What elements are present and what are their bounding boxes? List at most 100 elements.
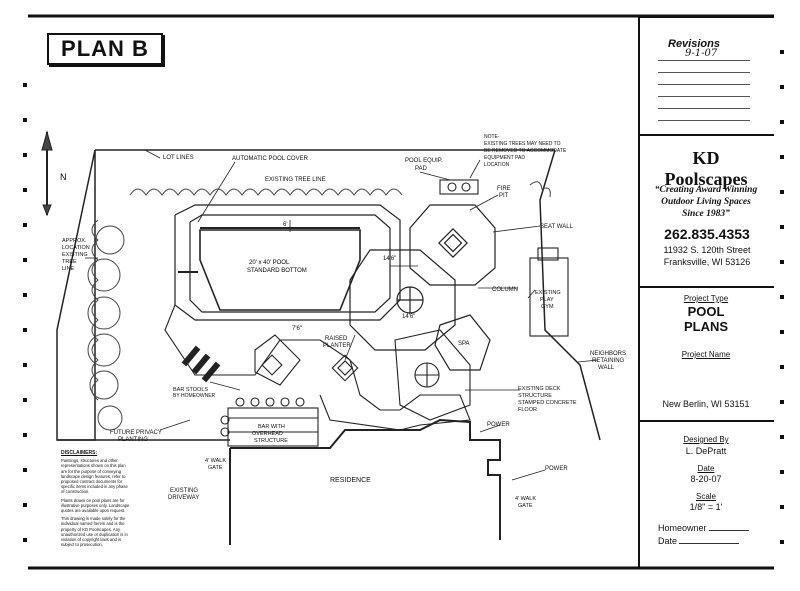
spa — [434, 314, 491, 371]
label-privacy-2: PLANTING — [118, 437, 148, 443]
label-note-2: EXISTING TREES MAY NEED TO — [484, 141, 561, 147]
label-privacy: FUTURE PRIVACY — [110, 430, 162, 436]
pool-equip-pad — [439, 179, 479, 195]
designer-name: L. DePratt — [685, 446, 727, 456]
pool-bottom-label: STANDARD BOTTOM — [247, 268, 307, 274]
label-deck: EXISTING DECK — [518, 386, 561, 392]
label-column: COLUMN — [492, 287, 518, 293]
compass-n: N — [60, 172, 67, 182]
disclaimer-p3: This drawing is made solely for the indi… — [61, 516, 128, 548]
dim-6: 6' — [283, 222, 287, 228]
tagline-2: Outdoor Living Spaces — [661, 197, 751, 207]
label-note-5: LOCATION — [484, 162, 510, 168]
label-pool-equip-pad: PAD — [415, 166, 428, 172]
revisions-label: Revisions — [668, 38, 720, 50]
homeowner-signature[interactable]: Homeowner — [658, 523, 756, 533]
label-driveway-2: DRIVEWAY — [168, 495, 199, 501]
dim-14-6-b: 14'6" — [402, 314, 415, 320]
sign-date[interactable]: Date — [658, 536, 756, 546]
label-power-1: POWER — [487, 422, 510, 428]
binder-holes — [23, 50, 784, 544]
dim-14-6: 14'6" — [383, 256, 396, 262]
label-note-4: EQUIPMENT PAD — [484, 155, 525, 161]
company-address-2: Franksville, WI 53126 — [663, 257, 751, 267]
project-name-label: Project Name — [681, 350, 731, 359]
lounge-chairs — [181, 345, 221, 383]
company-address-1: 11932 S. 120th Street — [663, 245, 751, 255]
pool-deck — [174, 204, 401, 321]
project-type-label: Project Type — [683, 294, 729, 303]
label-bar-stools: BAR STOOLS — [173, 387, 208, 393]
play-gym — [529, 247, 569, 337]
label-seat-wall: SEAT WALL — [540, 224, 574, 230]
disclaimer-block: DISCLAIMERS: Paintings, structures and o… — [61, 450, 131, 548]
disclaimer-p2: Plants drawn on pool plans are for illus… — [61, 497, 130, 514]
label-lot-lines: LOT LINES — [163, 155, 194, 161]
label-approx-3: EXISTING — [62, 252, 88, 258]
label-retaining: NEIGHBORS — [590, 351, 626, 357]
revision-date: 9-1-07 — [685, 48, 718, 59]
scale-label: Scale — [695, 492, 716, 501]
north-arrow-icon — [41, 130, 53, 217]
label-approx: APPROX. — [62, 238, 87, 244]
company-logo: KD Poolscapes — [664, 148, 748, 189]
tree-line — [87, 181, 551, 431]
label-gate-right: 4' WALK — [515, 496, 536, 502]
label-bar-stools-2: BY HOMEOWNER — [173, 393, 216, 399]
label-note-3: BE REMOVED TO ACCOMMODATE — [484, 148, 567, 154]
label-fire-pit: FIRE — [497, 186, 511, 192]
tagline-3: Since 1983” — [682, 209, 730, 219]
label-deck-3: STAMPED CONCRETE — [518, 400, 577, 406]
label-bar: BAR WITH — [258, 424, 285, 430]
label-spa: SPA — [458, 341, 470, 347]
title-block: Revisions 9-1-07 KD Poolscapes “Creating… — [638, 16, 774, 568]
label-play-gym-2: PLAY — [540, 297, 554, 303]
label-play-gym-3: GYM — [541, 304, 554, 310]
label-residence: RESIDENCE — [330, 477, 371, 484]
pool-size-label: 20' x 40' POOL — [249, 260, 290, 266]
disclaimer-title: DISCLAIMERS: — [61, 450, 98, 456]
label-retaining-3: WALL — [598, 365, 615, 371]
dim-7-6: 7'6" — [292, 326, 302, 332]
residence-outline — [229, 418, 501, 545]
leader-lines — [85, 149, 599, 481]
label-power-2: POWER — [545, 466, 568, 472]
central-patio — [349, 249, 456, 351]
label-play-gym: EXISTING — [535, 290, 561, 296]
label-deck-4: FLOOR — [518, 407, 537, 413]
label-raised-planter-2: PLANTER — [323, 343, 351, 349]
label-gate-left-2: GATE — [208, 465, 223, 471]
label-driveway: EXISTING — [170, 488, 198, 494]
label-gate-left: 4' WALK — [205, 458, 226, 464]
label-tree-line: EXISTING TREE LINE — [265, 177, 326, 183]
plan-title: PLAN B — [47, 33, 163, 65]
label-gate-right-2: GATE — [518, 503, 533, 509]
company-phone: 262.835.4353 — [664, 226, 750, 242]
date-label: Date — [697, 464, 715, 473]
project-type-2: PLANS — [683, 319, 729, 334]
label-raised-planter: RAISED — [325, 336, 348, 342]
label-fire-pit-2: PIT — [499, 193, 509, 199]
fire-pit-area — [409, 204, 496, 286]
project-location: New Berlin, WI 53151 — [662, 399, 750, 409]
tagline-1: “Creating Award Winning — [654, 185, 758, 195]
drawing-scale: 1/8" = 1' — [689, 502, 723, 512]
bar-structure — [220, 397, 319, 447]
drawing-date: 8-20-07 — [690, 474, 722, 484]
label-note: NOTE- — [484, 134, 500, 140]
label-bar-3: STRUCTURE — [254, 438, 288, 444]
label-auto-cover: AUTOMATIC POOL COVER — [232, 156, 309, 162]
label-approx-4: TREE — [62, 259, 77, 265]
designed-by-label: Designed By — [683, 435, 729, 444]
disclaimer-p1: Paintings, structures and other represen… — [61, 458, 128, 495]
label-bar-2: OVERHEAD — [252, 431, 283, 437]
label-retaining-2: RETAINING — [592, 358, 625, 364]
project-type-1: POOL — [687, 304, 725, 319]
label-pool-equip: POOL EQUIP. — [405, 158, 443, 164]
sign-date-label: Date — [658, 536, 678, 546]
label-approx-2: LOCATION — [62, 245, 90, 251]
label-deck-2: STRUCTURE — [518, 393, 552, 399]
homeowner-label: Homeowner — [658, 523, 707, 533]
label-approx-5: LINE — [62, 266, 75, 272]
